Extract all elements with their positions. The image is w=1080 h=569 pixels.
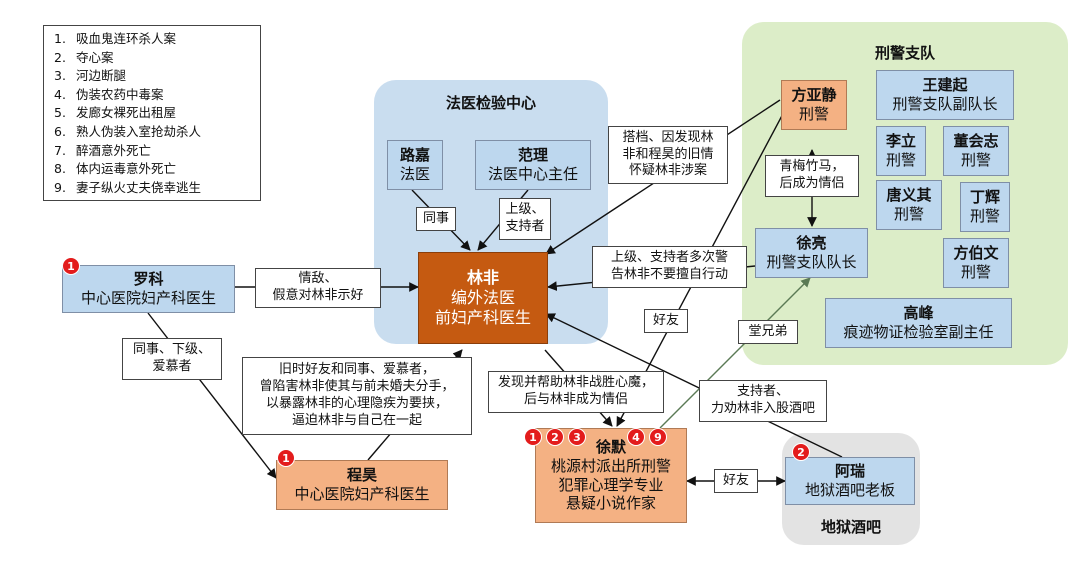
legend-item: 3.河边断腿 [54, 68, 127, 84]
legend-item: 5.发廊女裸死出租屋 [54, 105, 177, 121]
label-luoke-chenghao: 同事、下级、 爱慕者 [122, 338, 222, 380]
node-role: 地狱酒吧老板 [804, 481, 895, 499]
case-badge: 1 [62, 257, 80, 275]
node-fangyajing: 方亚静 刑警 [781, 80, 847, 130]
node-role: 刑警支队队长 [766, 253, 857, 271]
node-name: 方伯文 [953, 244, 999, 263]
node-name: 董会志 [953, 132, 999, 151]
region-police-title: 刑警支队 [874, 44, 935, 62]
node-name: 罗科 [133, 270, 164, 289]
node-name: 徐默 [595, 438, 626, 456]
node-name: 方亚静 [791, 86, 837, 105]
node-role: 痕迹物证检验室副主任 [843, 323, 994, 341]
node-name: 李立 [885, 132, 916, 151]
case-badge: 3 [568, 428, 586, 446]
case-badge: 9 [649, 428, 667, 446]
region-forensic-title: 法医检验中心 [445, 94, 536, 112]
node-role: 桃源村派出所刑警 [550, 456, 671, 475]
case-legend: 1.吸血鬼连环杀人案 2.夺心案 3.河边断腿 4.伪装农药中毒案 5.发廊女裸… [43, 25, 261, 201]
label-lujia-linfei: 同事 [416, 207, 456, 231]
node-name: 阿瑞 [834, 462, 865, 481]
case-badge: 1 [277, 449, 295, 467]
line-xumo-xuliang [659, 277, 811, 429]
label-xumo-xuliang: 堂兄弟 [738, 320, 798, 344]
case-badge: 4 [627, 428, 645, 446]
node-chenghao: 程昊 中心医院妇产科医生 [276, 460, 448, 510]
line-arui-linfei [545, 313, 843, 458]
node-role: 刑警 [969, 207, 1000, 225]
node-fanli: 范理 法医中心主任 [475, 140, 591, 190]
node-lujia: 路嘉 法医 [387, 140, 443, 190]
case-badge: 1 [524, 428, 542, 446]
label-fangyajing-xuliang: 青梅竹马， 后成为情侣 [765, 155, 859, 197]
node-role: 刑警支队副队长 [892, 95, 998, 113]
node-role: 法医中心主任 [487, 165, 578, 183]
case-badge: 2 [792, 443, 810, 461]
node-name: 林非 [466, 268, 499, 287]
legend-item: 7.醉酒意外死亡 [54, 142, 152, 158]
node-name: 徐亮 [796, 234, 827, 253]
node-luoke: 罗科 中心医院妇产科医生 [62, 265, 235, 313]
legend-item: 2.夺心案 [54, 49, 114, 65]
legend-item: 6.熟人伪装入室抢劫杀人 [54, 123, 202, 139]
node-donghuizhi: 董会志 刑警 [943, 126, 1009, 176]
label-xumo-arui: 好友 [714, 469, 758, 493]
node-role: 编外法医 [450, 288, 515, 307]
node-role: 中心医院妇产科医生 [80, 289, 216, 307]
legend-item: 1.吸血鬼连环杀人案 [54, 31, 177, 46]
label-xuliang-linfei: 上级、支持者多次警 告林非不要擅自行动 [592, 246, 747, 288]
node-name: 程昊 [346, 466, 377, 485]
node-role: 刑警 [885, 151, 916, 169]
node-wangjianqi: 王建起 刑警支队副队长 [876, 70, 1014, 120]
label-fangyajing-linfei: 搭档、因发现林 非和程昊的旧情 怀疑林非涉案 [608, 126, 728, 184]
node-lili: 李立 刑警 [876, 126, 926, 176]
node-name: 路嘉 [399, 146, 430, 165]
node-role: 刑警 [893, 205, 924, 223]
label-chenghao-linfei: 旧时好友和同事、爱慕者， 曾陷害林非使其与前未婚夫分手， 以暴露林非的心理隐疾为… [242, 357, 472, 435]
label-fangyajing-xumo: 好友 [644, 309, 688, 333]
node-linfei: 林非 编外法医 前妇产科医生 [418, 252, 548, 344]
node-role: 刑警 [960, 263, 991, 281]
label-luoke-linfei: 情敌、 假意对林非示好 [255, 268, 381, 308]
node-role: 刑警 [960, 151, 991, 169]
label-xumo-linfei: 发现并帮助林非战胜心魔， 后与林非成为情侣 [488, 371, 664, 413]
node-name: 范理 [517, 146, 548, 165]
node-name: 高峰 [903, 304, 934, 323]
node-tangyiqi: 唐义其 刑警 [876, 180, 942, 230]
node-dinghui: 丁辉 刑警 [960, 182, 1010, 232]
case-badge: 2 [546, 428, 564, 446]
node-fangbowen: 方伯文 刑警 [943, 238, 1009, 288]
node-role: 犯罪心理学专业 [558, 475, 664, 494]
label-fanli-linfei: 上级、 支持者 [499, 198, 551, 240]
region-bar-title: 地狱酒吧 [820, 518, 881, 536]
node-arui: 阿瑞 地狱酒吧老板 [785, 457, 915, 505]
node-gaofeng: 高峰 痕迹物证检验室副主任 [825, 298, 1012, 348]
node-role: 法医 [399, 165, 430, 183]
node-role: 中心医院妇产科医生 [294, 485, 430, 503]
label-arui-linfei: 支持者、 力劝林非入股酒吧 [699, 380, 827, 422]
legend-item: 8.体内运毒意外死亡 [54, 161, 177, 177]
node-name: 王建起 [922, 76, 968, 95]
legend-item: 9.妻子纵火丈夫侥幸逃生 [54, 179, 202, 195]
node-name: 丁辉 [969, 188, 1000, 207]
node-role: 前妇产科医生 [434, 308, 531, 327]
node-role: 悬疑小说作家 [565, 494, 656, 513]
node-role: 刑警 [798, 105, 829, 123]
node-xuliang: 徐亮 刑警支队队长 [755, 228, 868, 278]
node-name: 唐义其 [886, 186, 932, 205]
legend-item: 4.伪装农药中毒案 [54, 86, 164, 102]
